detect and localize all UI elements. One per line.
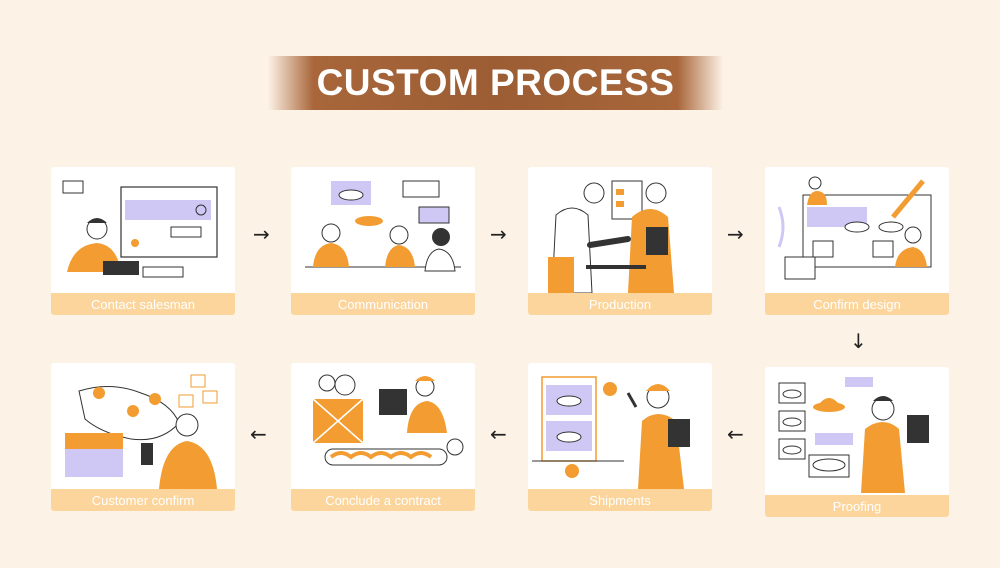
title-banner: CUSTOM PROCESS xyxy=(268,56,723,110)
arrow-right-icon: → xyxy=(253,222,270,246)
customer-confirm-illustration xyxy=(65,374,218,489)
contract-illustration xyxy=(312,374,464,466)
arrow-left-icon: ← xyxy=(490,422,507,446)
step-card-production: Production xyxy=(528,167,712,315)
proofing-illustration xyxy=(778,377,929,493)
communication-illustration xyxy=(305,180,461,272)
confirm-design-illustration xyxy=(777,176,932,280)
step-card-confirm-design: Confirm design xyxy=(765,167,949,315)
shipments-illustration xyxy=(532,376,690,489)
step-card-customer-confirm: Customer confirm xyxy=(51,363,235,511)
step-card-contact-salesman: Contact salesman xyxy=(51,167,235,315)
production-illustration xyxy=(548,180,674,293)
arrow-left-icon: ← xyxy=(727,422,744,446)
arrow-right-icon: → xyxy=(727,222,744,246)
step-card-proofing: Proofing xyxy=(765,367,949,517)
step-card-shipments: Shipments xyxy=(528,363,712,511)
arrow-right-icon: → xyxy=(490,222,507,246)
step-card-communication: Communication xyxy=(291,167,475,315)
step-label: Confirm design xyxy=(765,293,949,315)
step-label: Customer confirm xyxy=(51,489,235,511)
page-title: CUSTOM PROCESS xyxy=(316,62,675,103)
arrow-down-icon: ↓ xyxy=(850,329,867,353)
step-label: Communication xyxy=(291,293,475,315)
arrow-left-icon: ← xyxy=(250,422,267,446)
step-label: Shipments xyxy=(528,489,712,511)
step-label: Production xyxy=(528,293,712,315)
step-label: Conclude a contract xyxy=(291,489,475,511)
salesman-illustration xyxy=(62,180,218,278)
step-label: Contact salesman xyxy=(51,293,235,315)
step-label: Proofing xyxy=(765,495,949,517)
step-card-conclude-contract: Conclude a contract xyxy=(291,363,475,511)
